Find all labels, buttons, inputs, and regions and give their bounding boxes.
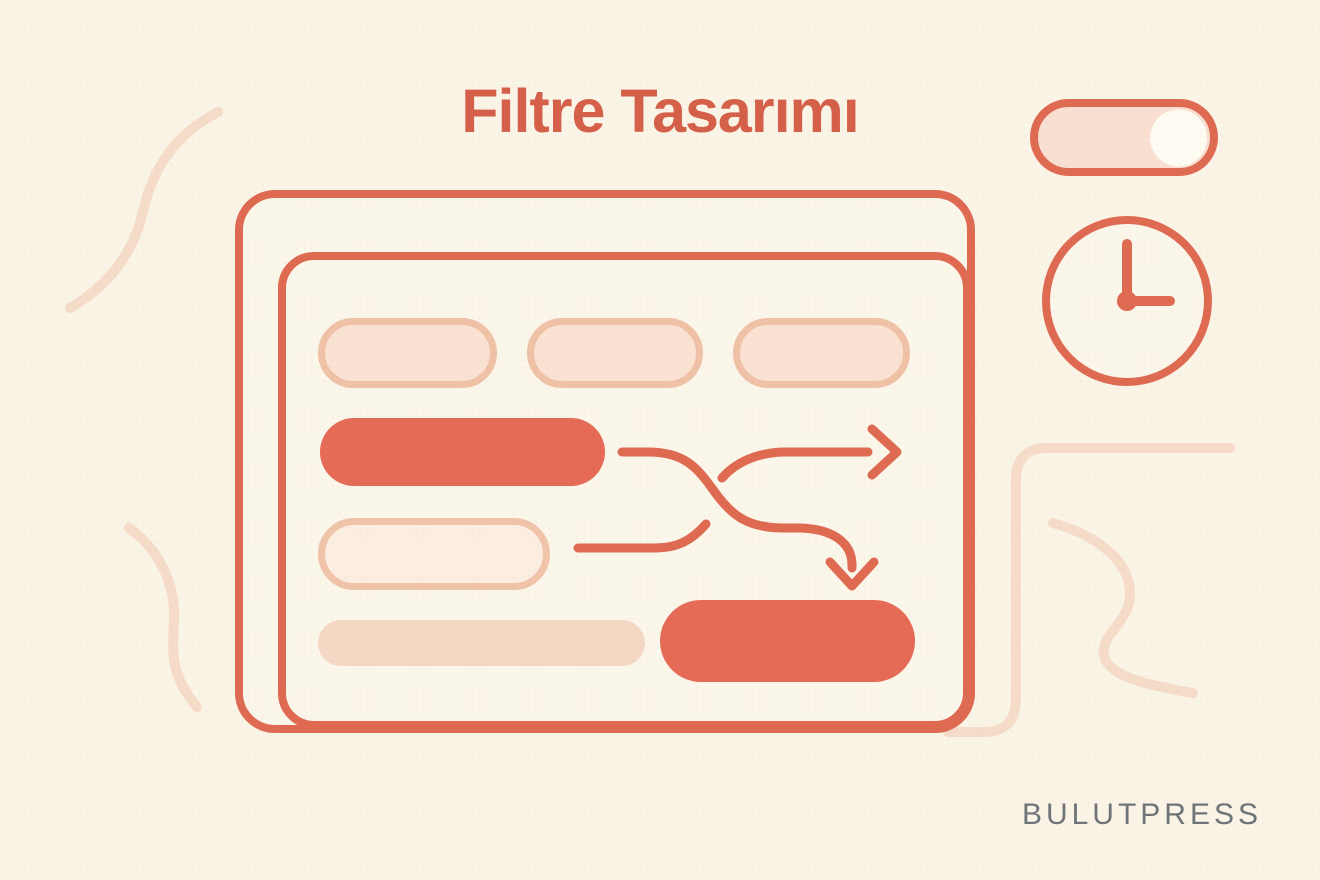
filter-pill-1-placeholder bbox=[318, 318, 497, 388]
filter-pill-3-placeholder bbox=[733, 318, 910, 388]
squiggle-right bbox=[1048, 518, 1198, 698]
filter-pill-7-active bbox=[660, 600, 915, 682]
filter-pill-2-placeholder bbox=[527, 318, 703, 388]
page-title: Filtre Tasarımı bbox=[461, 77, 859, 145]
corner-line-right bbox=[943, 443, 1235, 737]
filter-pill-6-placeholder bbox=[318, 620, 645, 666]
toggle-knob bbox=[1150, 109, 1207, 166]
brand-logo: BULUTPRESS bbox=[1021, 798, 1262, 831]
clock-hands bbox=[1117, 239, 1175, 311]
squiggle-mid-left bbox=[124, 523, 202, 712]
toggle-on-icon bbox=[1030, 99, 1218, 176]
filter-pill-4-active bbox=[320, 418, 605, 486]
filter-pill-5-placeholder bbox=[318, 518, 550, 590]
clock-icon bbox=[1042, 216, 1212, 386]
